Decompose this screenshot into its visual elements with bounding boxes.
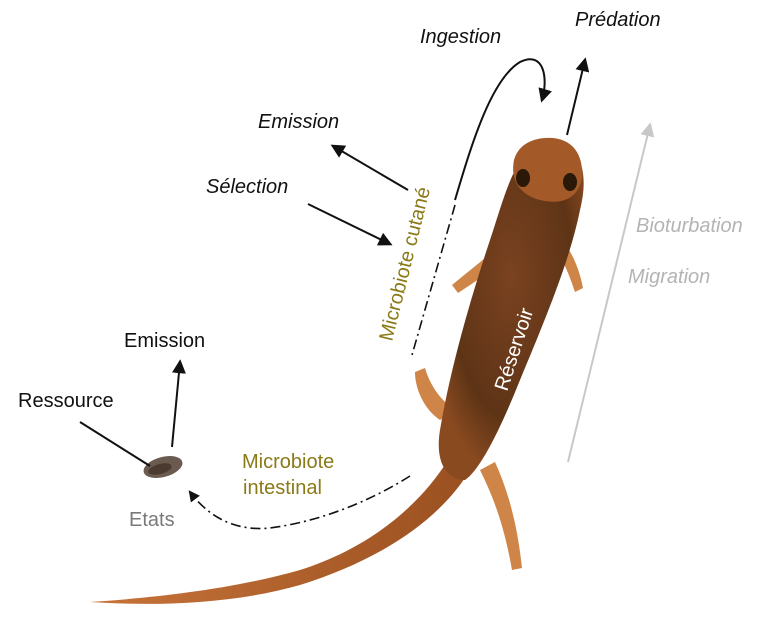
- label-predation: Prédation: [575, 9, 661, 31]
- label-emission-top: Emission: [258, 111, 339, 133]
- label-emission-left: Emission: [124, 330, 205, 352]
- label-migration: Migration: [628, 266, 710, 288]
- label-microbiote-intestinal-2: intestinal: [243, 477, 322, 499]
- emission-top-arrow: [333, 146, 408, 190]
- newt-hind-leg-right: [480, 462, 522, 570]
- label-bioturbation: Bioturbation: [636, 215, 743, 237]
- label-selection: Sélection: [206, 176, 288, 198]
- selection-arrow: [308, 204, 390, 244]
- label-microbiote-cutane: Microbiote cutané: [376, 185, 436, 344]
- label-ressource: Ressource: [18, 390, 114, 412]
- newt-eye-right: [563, 173, 577, 191]
- label-ingestion: Ingestion: [420, 26, 501, 48]
- label-microbiote-intestinal-1: Microbiote: [242, 451, 334, 473]
- label-etats: Etats: [129, 509, 175, 531]
- emission-left-arrow: [172, 362, 180, 447]
- pebble-icon: [141, 452, 185, 482]
- newt-eye-left: [516, 169, 530, 187]
- predation-arrow: [567, 60, 585, 135]
- ressource-pointer: [80, 422, 150, 466]
